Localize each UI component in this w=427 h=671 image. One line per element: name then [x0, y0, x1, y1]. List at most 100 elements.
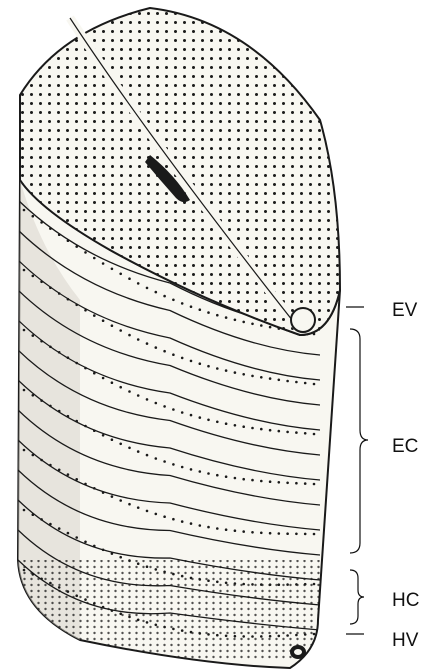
- band-pore: [128, 277, 131, 280]
- band-pore: [32, 334, 35, 337]
- band-pore: [313, 483, 316, 486]
- band-pore: [286, 431, 289, 434]
- band-pore: [84, 309, 87, 312]
- band-pore: [163, 515, 166, 518]
- band-pore: [260, 376, 263, 379]
- band-pore: [23, 209, 26, 212]
- band-pore: [58, 410, 61, 413]
- band-pore: [304, 533, 307, 536]
- band-pore: [32, 454, 35, 457]
- band-pore: [260, 532, 263, 535]
- band-pore: [216, 421, 219, 424]
- band-pore: [234, 371, 237, 374]
- band-pore: [155, 513, 158, 516]
- band-pore: [128, 447, 131, 450]
- band-pore: [313, 533, 316, 536]
- band-pore: [216, 474, 219, 477]
- band-pore: [269, 480, 272, 483]
- band-pore: [111, 324, 114, 327]
- band-pore: [286, 380, 289, 383]
- band-pore: [172, 353, 175, 356]
- band-pore: [119, 329, 122, 332]
- band-pore: [146, 454, 149, 457]
- label-hv: HV: [392, 630, 419, 651]
- band-pore: [40, 221, 43, 224]
- band-pore: [260, 428, 263, 431]
- band-pore: [32, 215, 35, 218]
- band-pore: [242, 478, 245, 481]
- band-pore: [23, 329, 26, 332]
- band-pore: [286, 482, 289, 485]
- band-pore: [295, 533, 298, 536]
- band-pore: [49, 227, 52, 230]
- band-pore: [93, 545, 96, 548]
- band-pore: [67, 298, 70, 301]
- band-pore: [67, 239, 70, 242]
- band-pore: [111, 381, 114, 384]
- band-pore: [75, 362, 78, 365]
- band-pore: [181, 302, 184, 305]
- band-pore: [84, 425, 87, 428]
- band-pore: [199, 470, 202, 473]
- band-pore: [242, 321, 245, 324]
- band-pore: [269, 429, 272, 432]
- band-pore: [75, 420, 78, 423]
- band-pore: [207, 472, 210, 475]
- band-pore: [111, 438, 114, 441]
- band-pore: [49, 286, 52, 289]
- band-pore: [295, 431, 298, 434]
- band-pore: [137, 282, 140, 285]
- band-pore: [40, 399, 43, 402]
- band-pore: [75, 478, 78, 481]
- band-pore: [190, 414, 193, 417]
- band-pore: [119, 443, 122, 446]
- band-pore: [234, 529, 237, 532]
- band-pore: [146, 398, 149, 401]
- band-pore: [23, 269, 26, 272]
- band-pore: [32, 275, 35, 278]
- band-pore: [304, 382, 307, 385]
- band-pore: [119, 556, 122, 559]
- band-pore: [251, 427, 254, 430]
- band-pore: [84, 541, 87, 544]
- band-pore: [49, 523, 52, 526]
- band-pore: [84, 251, 87, 254]
- band-pore: [304, 432, 307, 435]
- band-pore: [119, 499, 122, 502]
- band-pore: [304, 482, 307, 485]
- band-pore: [278, 430, 281, 433]
- band-pore: [111, 552, 114, 555]
- band-pore: [155, 346, 158, 349]
- band-pore: [207, 365, 210, 368]
- band-pore: [102, 549, 105, 552]
- band-pore: [260, 480, 263, 483]
- band-pore: [225, 528, 228, 531]
- label-group: EV EC HC HV: [346, 300, 419, 651]
- label-ec: EC: [392, 436, 418, 457]
- band-pore: [146, 287, 149, 290]
- band-pore: [278, 379, 281, 382]
- band-pore: [58, 351, 61, 354]
- band-pore: [181, 466, 184, 469]
- band-pore: [146, 342, 149, 345]
- band-pore: [163, 460, 166, 463]
- band-pore: [242, 425, 245, 428]
- band-pore: [137, 450, 140, 453]
- band-pore: [207, 526, 210, 529]
- band-pore: [190, 360, 193, 363]
- band-pore: [225, 316, 228, 319]
- band-pore: [207, 311, 210, 314]
- band-pore: [93, 257, 96, 260]
- band-pore: [75, 536, 78, 539]
- band-pore: [155, 457, 158, 460]
- band-pore: [40, 340, 43, 343]
- band-pore: [295, 482, 298, 485]
- band-pore: [23, 449, 26, 452]
- band-pore: [234, 424, 237, 427]
- band-pore: [190, 522, 193, 525]
- bracket-hc: [350, 570, 364, 624]
- band-pore: [269, 532, 272, 535]
- band-pore: [234, 477, 237, 480]
- band-pore: [58, 292, 61, 295]
- band-pore: [67, 415, 70, 418]
